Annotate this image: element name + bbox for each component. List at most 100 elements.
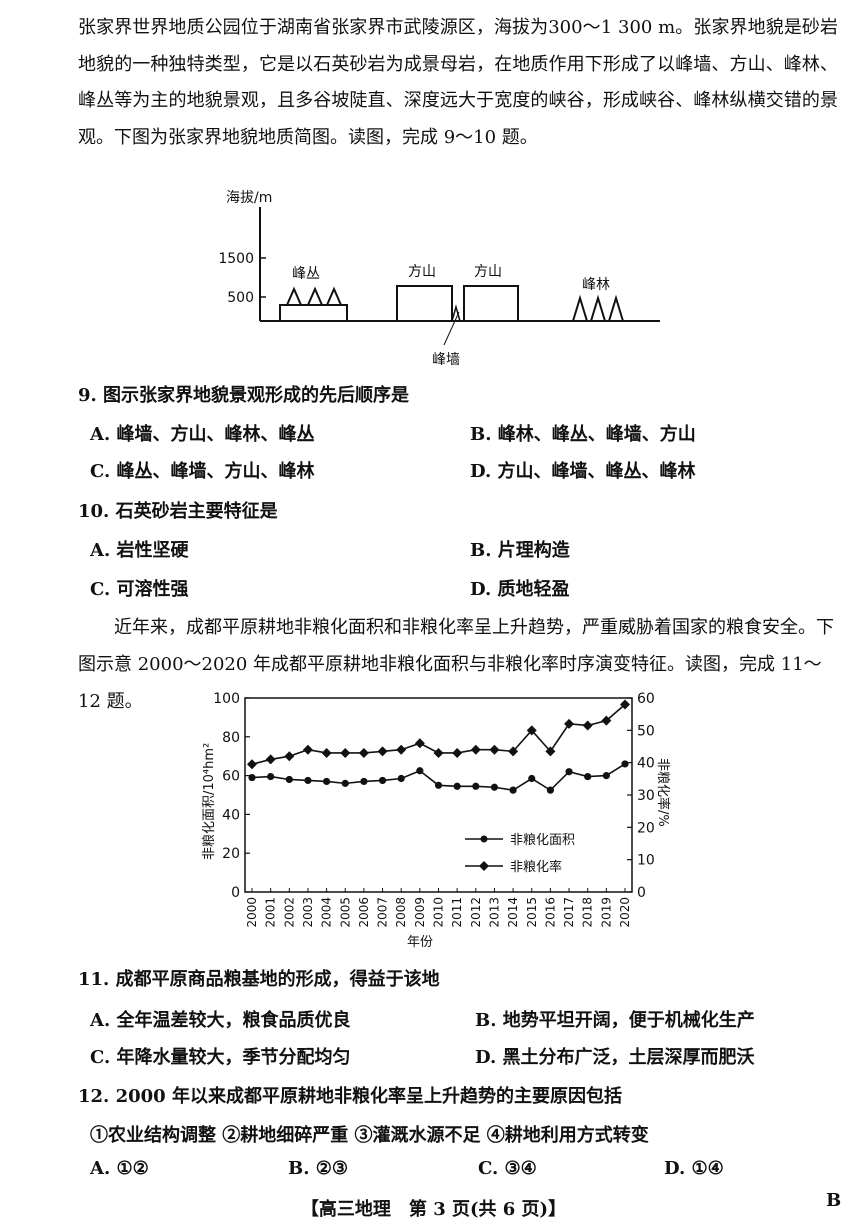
left-tick-label: 40 [222,807,240,823]
rate-point [470,744,481,755]
q11-option-b[interactable]: B. 地势平坦开阔，便于机械化生产 [475,1010,755,1031]
left-tick-label: 60 [222,769,240,785]
area-point [472,782,480,790]
paper-version-mark: B [826,1190,842,1211]
q10-option-a[interactable]: A. 岩性坚硬 [90,540,189,561]
x-tick-label: 2020 [618,897,632,928]
page-footer: 【高三地理 第 3 页(共 6 页)】 [300,1199,567,1220]
q9-option-c[interactable]: C. 峰丛、峰墙、方山、峰林 [90,461,315,482]
q9-stem: 9. 图示张家界地貌景观形成的先后顺序是 [78,385,410,406]
x-tick-label: 2001 [264,897,278,928]
fengqiang-shape [451,304,461,322]
fangshan-block-1 [396,285,453,322]
rate-point [508,746,519,757]
rate-point [358,747,369,758]
area-point [602,772,610,780]
rate-point [396,744,407,755]
chart-plot-frame [244,697,633,893]
q12-stem: 12. 2000 年以来成都平原耕地非粮化率呈上升趋势的主要原因包括 [78,1086,622,1107]
rate-point [545,746,556,757]
rate-point [564,718,575,729]
q10-option-c[interactable]: C. 可溶性强 [90,579,189,600]
area-point [416,767,424,775]
q12-option-a[interactable]: A. ①② [90,1158,149,1179]
fengqiang-leader [443,311,460,346]
area-point [434,781,443,789]
area-point [397,774,405,783]
area-point [267,772,275,781]
rate-point [582,720,593,731]
left-tick-label: 80 [222,730,240,746]
x-tick-label: 2014 [506,897,520,928]
q11-option-d[interactable]: D. 黑土分布广泛，土层深厚而肥沃 [475,1047,755,1068]
right-tick-label: 50 [637,723,655,739]
area-point [453,782,461,790]
area-point [490,783,499,791]
x-tick-label: 2006 [357,897,371,928]
q10-stem: 10. 石英砂岩主要特征是 [78,501,278,522]
x-tick-label: 2010 [432,897,446,928]
chart-ylabel-right: 非粮化率/% [655,758,671,827]
left-tick-label: 20 [222,846,240,862]
fengcong-label: 峰丛 [292,266,320,282]
x-tick-label: 2019 [599,897,613,928]
right-tick-label: 0 [637,885,646,901]
rate-point [321,747,332,758]
legend-series-1: 非粮化面积 [510,833,575,848]
rate-point [377,746,388,757]
x-tick-label: 2004 [320,897,334,928]
q11-stem: 11. 成都平原商品粮基地的形成，得益于该地 [78,969,440,990]
x-tick-label: 2011 [450,897,464,928]
q9-option-a[interactable]: A. 峰墙、方山、峰林、峰丛 [90,424,315,445]
x-tick-label: 2016 [543,897,557,928]
q12-statements: ①农业结构调整 ②耕地细碎严重 ③灌溉水源不足 ④耕地利用方式转变 [90,1125,649,1146]
q9-option-b[interactable]: B. 峰林、峰丛、峰墙、方山 [470,424,696,445]
area-point [378,776,387,785]
area-point [341,779,349,787]
q11-option-c[interactable]: C. 年降水量较大，季节分配均匀 [90,1047,351,1068]
x-tick-label: 2009 [413,897,427,928]
area-point [509,786,517,794]
rate-point [265,754,276,765]
area-point [621,760,629,768]
area-point [360,777,368,786]
fenglin-peaks [572,294,624,322]
intro-passage-1: 张家界世界地质公园位于湖南省张家界市武陵源区，海拔为300～1 300 m。张家… [78,17,838,148]
rate-point [489,744,500,755]
area-point [528,774,536,783]
q12-option-d[interactable]: D. ①④ [664,1158,724,1179]
x-tick-label: 2007 [376,897,390,928]
rate-point [414,738,425,749]
x-tick-label: 2003 [301,897,315,928]
rate-point [601,715,612,726]
rate-point [247,759,257,770]
area-point [323,777,331,786]
x-tick-label: 2000 [245,897,259,928]
q9-option-d[interactable]: D. 方山、峰墙、峰丛、峰林 [470,461,696,482]
area-point [304,776,312,785]
rate-point [620,699,630,710]
q12-option-b[interactable]: B. ②③ [288,1158,349,1179]
chart-xlabel: 年份 [407,935,433,950]
x-tick-label: 2017 [562,897,576,928]
fengqiang-label: 峰墙 [432,352,460,368]
x-tick-label: 2005 [338,897,352,928]
q11-option-a[interactable]: A. 全年温差较大，粮食品质优良 [90,1010,351,1031]
legend-series-2: 非粮化率 [510,859,562,875]
fangshan-block-2 [463,285,519,322]
x-tick-label: 2002 [282,897,296,928]
q12-option-c[interactable]: C. ③④ [478,1158,537,1179]
right-tick-label: 30 [637,788,655,804]
fengcong-peaks [286,286,342,306]
q10-option-b[interactable]: B. 片理构造 [470,540,570,561]
area-point [584,772,592,781]
rate-point [452,747,463,758]
rate-point [284,751,295,762]
rate-point [340,747,351,758]
q10-option-d[interactable]: D. 质地轻盈 [470,579,570,600]
fenglin-label: 峰林 [582,277,610,293]
left-tick-label: 100 [213,691,240,707]
x-tick-label: 2008 [394,897,408,928]
fangshan-label-1: 方山 [408,264,436,280]
